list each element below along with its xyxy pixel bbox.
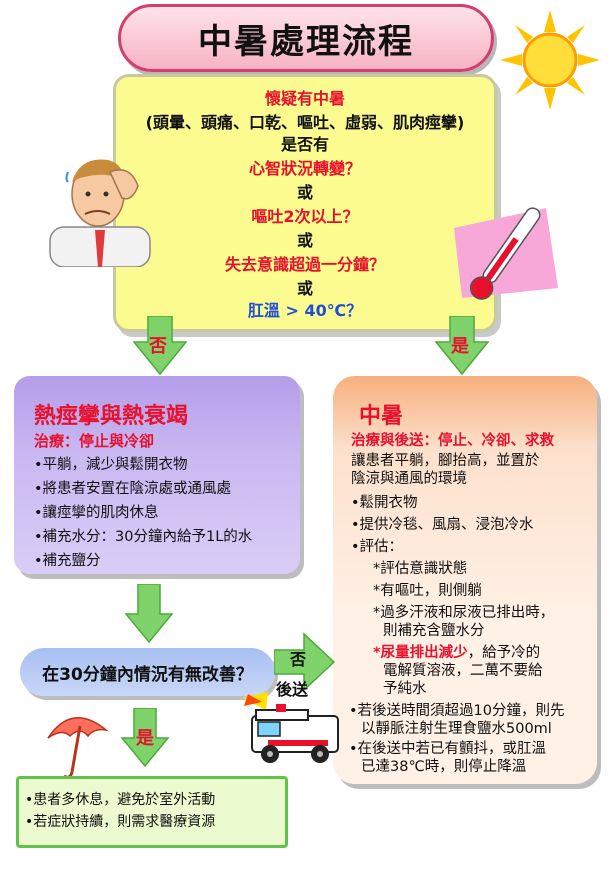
stroke-line: 以靜脈注射生理食鹽水500ml <box>361 721 552 737</box>
stroke-line: •在後送中若已有顫抖，或肛溫 <box>349 741 547 757</box>
arrow-down-1 <box>124 584 174 644</box>
stroke-line: 已達38℃時，則停止降溫 <box>361 759 527 775</box>
page-title: 中暑處理流程 <box>198 21 414 62</box>
label-no: 否 <box>149 336 167 357</box>
heat-item: •補充水分：30分鐘內給予1L的水 <box>34 529 253 545</box>
improvement-question-box: 在30分鐘內情況有無改善？ <box>20 648 275 696</box>
rest-line-2: •若症狀持續，則需求醫療資源 <box>25 814 216 830</box>
stroke-line: *評估意識狀態 <box>373 561 468 577</box>
improvement-question: 在30分鐘內情況有無改善？ <box>42 664 253 685</box>
label-send: 後送 <box>276 680 309 699</box>
question-prompt: 是否有 <box>280 135 329 154</box>
arrow-yes-down <box>120 708 170 768</box>
label-no-2: 否 <box>290 650 307 669</box>
stroke-line: 陰涼與通風的環境 <box>351 471 467 487</box>
stroke-line: 電解質溶液，二萬不要給 <box>383 663 543 679</box>
urine-decrease: *尿量排出減少 <box>373 645 468 661</box>
label-yes: 是 <box>451 336 469 357</box>
stroke-line: *過多汗液和尿液已排出時， <box>373 605 555 621</box>
stroke-line: *有嘔吐，則側躺 <box>373 583 482 599</box>
arrow-yes-right <box>434 316 490 376</box>
or-2: 或 <box>296 231 313 250</box>
stroke-line: •鬆開衣物 <box>351 495 418 511</box>
heat-item: •平躺，減少與鬆開衣物 <box>34 457 188 473</box>
symptoms-list: (頭暈、頭痛、口乾、嘔吐、虛弱、肌肉痙攣) <box>145 113 465 132</box>
heat-cramp-box: 熱痙攣與熱衰竭 治療：停止與冷卻 •平躺，減少與鬆開衣物 •將患者安置在陰涼處或… <box>14 376 300 574</box>
sweating-man-icon <box>49 159 151 267</box>
stroke-line: •若後送時間須超過10分鐘，則先 <box>349 703 565 719</box>
title-banner: 中暑處理流程 <box>118 4 494 72</box>
heat-item: •補充鹽分 <box>34 553 101 569</box>
thermometer-icon <box>454 207 558 300</box>
criterion-consciousness: 失去意識超過一分鐘？ <box>224 255 385 274</box>
decision-box: 懷疑有中暑 (頭暈、頭痛、口乾、嘔吐、虛弱、肌肉痙攣) 是否有 心智狀況轉變？ … <box>113 74 497 332</box>
label-yes-2: 是 <box>136 728 154 749</box>
heatstroke-title: 中暑 <box>359 404 404 429</box>
sun-icon <box>500 10 600 110</box>
stroke-line: •評估： <box>351 539 404 555</box>
arrow-no-left <box>132 316 188 376</box>
heatstroke-treatment: 治療與後送：停止、冷卻、求救 <box>351 433 554 449</box>
ambulance-icon <box>242 692 339 763</box>
stroke-line: 則補充含鹽水分 <box>383 623 485 639</box>
criterion-mental-status: 心智狀況轉變？ <box>248 159 361 178</box>
criterion-temperature: 肛溫 > 40℃？ <box>247 301 363 320</box>
rest-line-1: •患者多休息，避免於室外活動 <box>25 792 216 808</box>
stroke-line-red: *尿量排出減少，給予冷的 <box>373 644 540 662</box>
urine-decrease-rest: ，給予冷的 <box>467 645 541 661</box>
heat-cramp-treatment: 治療：停止與冷卻 <box>34 432 155 450</box>
heat-item: •讓痙攣的肌肉休息 <box>34 505 159 521</box>
stroke-line: •提供冷毯、風扇、浸泡冷水 <box>351 517 534 533</box>
rest-advice-box: •患者多休息，避免於室外活動 •若症狀持續，則需求醫療資源 <box>16 776 288 848</box>
heat-cramp-title: 熱痙攣與熱衰竭 <box>34 404 189 429</box>
or-3: 或 <box>296 279 313 298</box>
or-1: 或 <box>296 183 313 202</box>
heat-item: •將患者安置在陰涼處或通風處 <box>34 481 232 497</box>
heatstroke-box: 中暑 治療與後送：停止、冷卻、求救 讓患者平躺，腳抬高，並置於 陰涼與通風的環境… <box>333 376 597 784</box>
umbrella-icon <box>47 717 109 779</box>
stroke-line: 讓患者平躺，腳抬高，並置於 <box>351 453 540 469</box>
stroke-line: 予純水 <box>383 681 427 697</box>
criterion-vomiting: 嘔吐2次以上？ <box>251 207 359 226</box>
suspect-heatstroke: 懷疑有中暑 <box>264 89 345 108</box>
arrow-no-right <box>274 632 336 692</box>
